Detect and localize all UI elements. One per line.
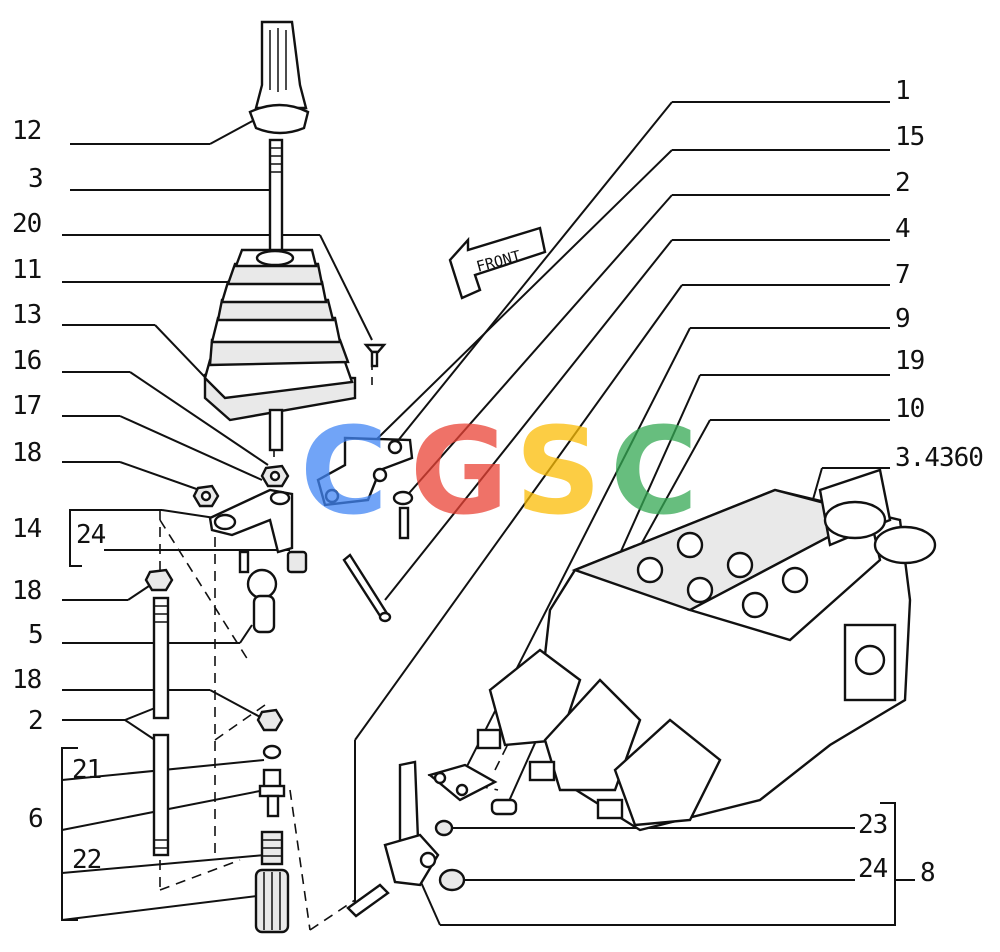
bushing-24-top: [286, 550, 308, 574]
spring-22: [260, 830, 284, 866]
label-17: 17: [12, 391, 42, 421]
label-8: 8: [920, 858, 936, 888]
left-leader-lines: [61, 117, 373, 931]
label-23: 23: [858, 810, 888, 840]
label-19: 19: [895, 346, 925, 376]
label-4: 4: [895, 214, 911, 244]
label-11: 11: [12, 255, 42, 285]
label-3: 3: [28, 164, 44, 194]
label-21: 21: [72, 755, 102, 785]
rubber-boot: [203, 248, 357, 452]
label-16: 16: [12, 346, 42, 376]
label-22: 22: [72, 845, 102, 875]
link-plates: [427, 763, 498, 802]
label-5: 5: [28, 620, 44, 650]
rod-2-lower: [152, 733, 170, 857]
label-20: 20: [12, 209, 42, 239]
bushing-23: [434, 819, 454, 837]
label-ref-3-4360: 3.4360: [895, 443, 984, 473]
spool-lever: [383, 760, 440, 887]
label-18-c: 18: [12, 665, 42, 695]
watermark-g: G: [410, 415, 509, 530]
front-arrow: [448, 226, 547, 300]
label-14: 14: [12, 514, 42, 544]
rod-7: [346, 883, 390, 918]
label-10: 10: [895, 394, 925, 424]
nut-18-right: [256, 708, 284, 732]
nut-18-left: [144, 568, 174, 592]
pin-4: [342, 553, 392, 623]
label-18-a: 18: [12, 438, 42, 468]
label-2-b: 2: [895, 168, 911, 198]
label-24-a: 24: [76, 520, 106, 550]
screw-2: [392, 490, 414, 540]
label-13: 13: [12, 300, 42, 330]
nut-24-bottom: [438, 868, 466, 892]
label-1: 1: [895, 76, 911, 106]
watermark-c2: C: [610, 415, 698, 530]
control-valve-block: [476, 468, 937, 832]
label-12: 12: [12, 116, 42, 146]
watermark-s: S: [515, 415, 601, 530]
knurled-sleeve: [254, 868, 290, 934]
label-6: 6: [28, 804, 44, 834]
nut-17: [260, 464, 290, 488]
label-24-b: 24: [858, 854, 888, 884]
clevis-pin-9: [490, 798, 518, 816]
lever-bracket-14: [208, 488, 294, 554]
pin-6: [258, 768, 286, 818]
joystick-handle: [248, 20, 310, 262]
washer-21: [262, 744, 282, 760]
screw-20: [363, 343, 387, 368]
label-7: 7: [895, 260, 911, 290]
watermark-c1: C: [300, 415, 388, 530]
label-9: 9: [895, 304, 911, 334]
label-2-a: 2: [28, 706, 44, 736]
bracket-1: [316, 436, 414, 507]
right-leader-lines: [334, 101, 915, 926]
label-15: 15: [895, 122, 925, 152]
cgsc-watermark: C G S C: [300, 415, 698, 530]
rod-2-upper: [152, 596, 170, 720]
label-18-b: 18: [12, 576, 42, 606]
ball-joint-5: [238, 550, 278, 634]
nut-18-top: [192, 484, 220, 508]
